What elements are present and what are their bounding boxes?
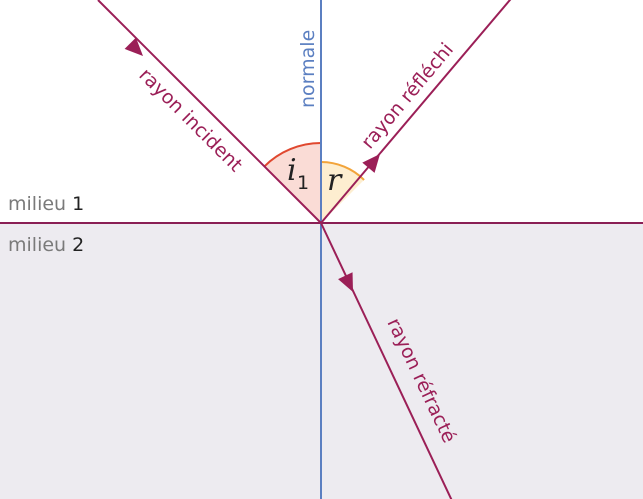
angle-reflection-arc <box>320 161 365 181</box>
medium-2-label: milieu 2 <box>8 234 84 256</box>
medium-1-prefix: milieu <box>8 193 72 215</box>
refracted-arrow-icon <box>338 272 353 292</box>
angle-incidence-sector <box>264 142 321 223</box>
normal-label: normale <box>297 30 319 108</box>
reflected-arrow-icon <box>362 154 380 173</box>
angle-reflection-symbol: r <box>327 163 343 198</box>
angle-incidence-arc <box>263 141 322 168</box>
incident-arrow-icon <box>124 37 143 56</box>
refracted-ray <box>320 222 453 499</box>
medium-1-label: milieu 1 <box>8 193 84 215</box>
angle-incidence-subscript: 1 <box>297 172 309 194</box>
angle-reflection-sector <box>321 162 365 223</box>
medium-2-number: 2 <box>72 234 84 256</box>
incident-ray <box>97 0 322 224</box>
medium-1-number: 1 <box>72 193 84 215</box>
medium-2-prefix: milieu <box>8 234 72 256</box>
reflected-ray <box>320 0 512 224</box>
angle-incidence-symbol: i <box>287 153 297 188</box>
incident-ray-label: rayon incident <box>134 64 246 176</box>
reflected-ray-label: rayon réfléchi <box>357 39 458 153</box>
